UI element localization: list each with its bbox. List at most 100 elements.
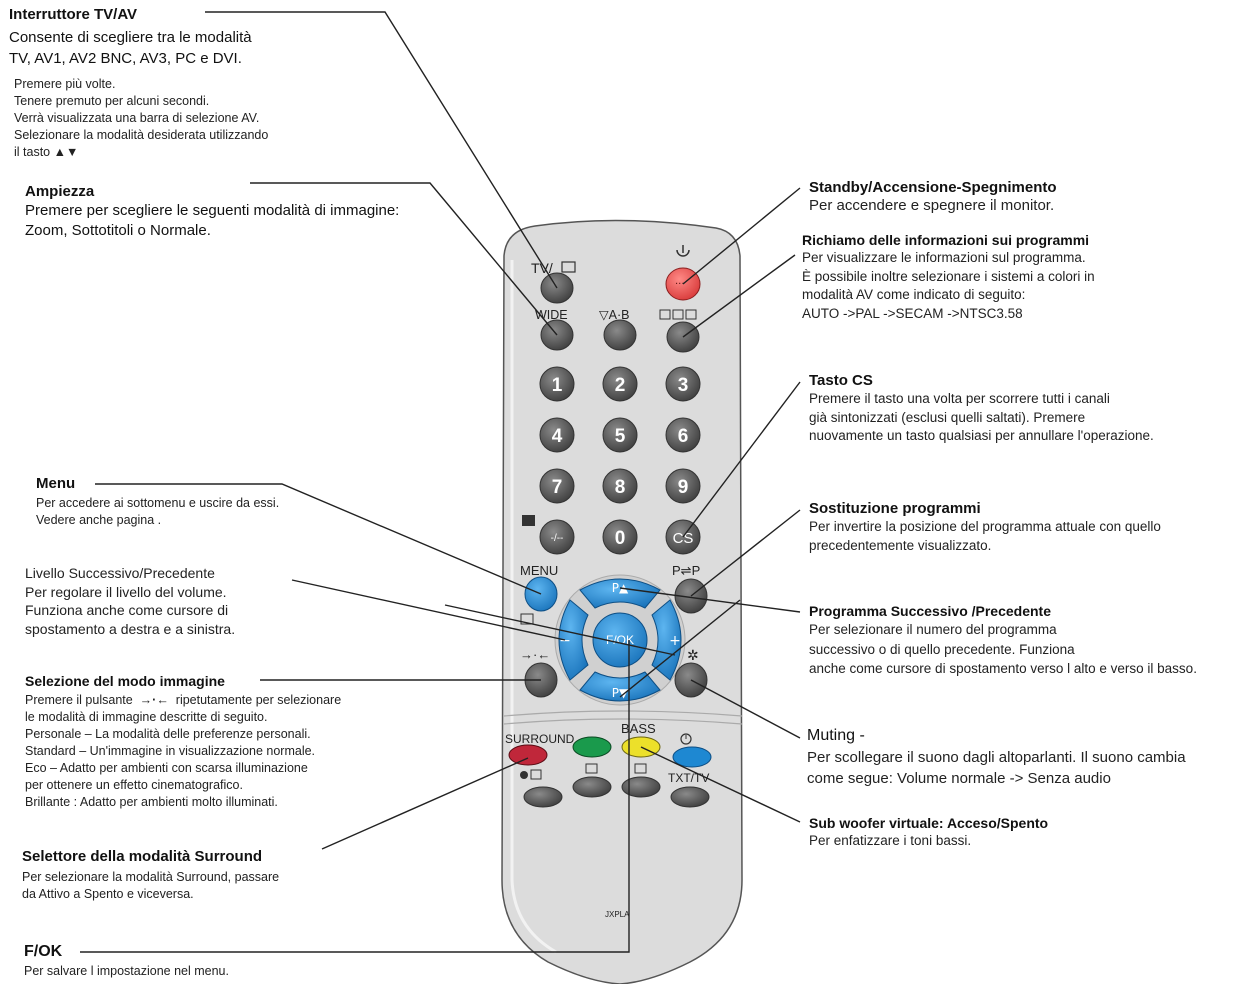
menu-annotation: Menu Per accedere ai sottomenu e uscire … — [36, 475, 279, 529]
digit-button-8[interactable]: 8 — [602, 468, 638, 504]
p-down-button[interactable] — [579, 671, 661, 702]
teletext-size-button[interactable] — [621, 776, 661, 798]
svg-text:✲: ✲ — [687, 648, 699, 664]
digit-button-3[interactable]: 3 — [665, 366, 701, 402]
programma-desc: Per selezionare il numero del programma … — [809, 622, 1197, 676]
surround-title: Selettore della modalità Surround — [22, 848, 263, 865]
richiamo-desc: Per visualizzare le informazioni sul pro… — [802, 250, 1095, 321]
leader-subwoofer — [640, 746, 801, 823]
txttv-button[interactable] — [670, 786, 710, 808]
cs-desc: Premere il tasto una volta per scorrere … — [809, 391, 1154, 443]
muting-title: Muting - — [807, 727, 865, 744]
dash-icon — [522, 515, 535, 526]
surround-key-label: SURROUND — [505, 732, 575, 746]
bass-key-label: BASS — [621, 721, 656, 736]
digit-button-4[interactable]: 4 — [539, 417, 575, 453]
ampiezza-annotation: Ampiezza Premere per scegliere le seguen… — [25, 183, 399, 241]
cs-annotation: Tasto CS Premere il tasto una volta per … — [809, 372, 1154, 446]
dash-button[interactable]: -/-- — [539, 519, 575, 555]
tvav-key-label: TV/ — [531, 260, 553, 276]
standby-desc: Per accendere e spegnere il monitor. — [809, 197, 1055, 214]
svg-text:-/--: -/-- — [551, 533, 564, 544]
modo-desc: Premere il pulsante →·← ripetutamente pe… — [25, 693, 342, 809]
ampiezza-desc: Premere per scegliere le seguenti modali… — [25, 202, 400, 239]
power-button-dots: ··· — [675, 279, 685, 290]
sostituzione-desc: Per invertire la posizione del programma… — [809, 519, 1161, 553]
leader-richiamo — [682, 254, 796, 338]
p-down-label: P▼ — [612, 686, 629, 700]
teletext-size-icon — [634, 763, 647, 774]
svg-text:6: 6 — [678, 426, 689, 447]
leader-muting — [690, 679, 801, 739]
plus-label: + — [669, 633, 681, 649]
livello-annotation: Livello Successivo/Precedente Per regola… — [25, 564, 235, 638]
blue-button[interactable] — [672, 746, 712, 768]
subwoofer-title: Sub woofer virtuale: Acceso/Spento — [809, 815, 1049, 831]
leader-livello-2 — [444, 604, 676, 656]
pp-key-label: P⇌P — [672, 563, 700, 578]
svg-text:5: 5 — [615, 426, 626, 447]
green-button[interactable] — [572, 736, 612, 758]
minus-label: − — [559, 633, 571, 649]
volume-plus-button[interactable] — [651, 599, 682, 681]
digit-button-7[interactable]: 7 — [539, 468, 575, 504]
ampiezza-title: Ampiezza — [25, 183, 95, 200]
leader-programma — [619, 587, 801, 613]
menu-title: Menu — [36, 475, 76, 492]
mode-small-icon — [520, 613, 534, 625]
svg-text:9: 9 — [678, 477, 689, 498]
subwoofer-desc: Per enfatizzare i toni bassi. — [809, 833, 972, 848]
leader-surround — [321, 757, 529, 850]
surround-desc: Per selezionare la modalità Surround, pa… — [22, 870, 280, 901]
leader-programma-2 — [619, 599, 741, 698]
programma-annotation: Programma Successivo /Precedente Per sel… — [809, 602, 1197, 679]
leader-standby — [682, 187, 801, 285]
ab-key-label: ▽A·B — [599, 308, 629, 322]
programma-title: Programma Successivo /Precedente — [809, 603, 1052, 619]
teletext-hold-icon — [585, 763, 598, 774]
digit-button-2[interactable]: 2 — [602, 366, 638, 402]
volume-minus-button[interactable] — [558, 599, 589, 681]
livello-title: Livello Successivo/Precedente — [25, 565, 215, 581]
tvav-steps: Premere più volte. Tenere premuto per al… — [14, 77, 269, 159]
picture-mode-icon: →·← — [520, 647, 550, 662]
cs-title: Tasto CS — [809, 372, 873, 389]
digit-button-6[interactable]: 6 — [665, 417, 701, 453]
modo-title: Selezione del modo immagine — [25, 673, 225, 689]
modo-annotation: Selezione del modo immagine Premere il p… — [25, 672, 341, 811]
subwoofer-annotation: Sub woofer virtuale: Acceso/Spento Per e… — [809, 814, 1048, 851]
p-up-button[interactable] — [579, 578, 661, 609]
leader-cs — [682, 381, 801, 538]
tvav-title: Interruttore TV/AV — [9, 6, 138, 23]
red-button[interactable] — [508, 744, 548, 766]
mute-icon: ✲ — [687, 648, 699, 664]
svg-text:0: 0 — [615, 528, 626, 549]
muting-annotation: Muting - Per scollegare il suono dagli a… — [807, 727, 1186, 789]
teletext-hold-button[interactable] — [572, 776, 612, 798]
menu-desc: Per accedere ai sottomenu e uscire da es… — [36, 496, 280, 527]
leader-menu — [95, 483, 542, 595]
leader-livello — [291, 579, 566, 641]
digit-button-0[interactable]: 0 — [602, 519, 638, 555]
remote-divider — [503, 710, 743, 717]
standby-title: Standby/Accensione-Spegnimento — [809, 179, 1057, 196]
livello-desc: Per regolare il livello del volume. Funz… — [25, 583, 236, 637]
remote-divider-2 — [503, 718, 743, 725]
svg-text:1: 1 — [552, 375, 563, 396]
fok-button[interactable] — [592, 612, 648, 668]
ab-button[interactable] — [603, 319, 637, 351]
muting-desc: Per scollegare il suono dagli altoparlan… — [807, 749, 1186, 787]
power-icon — [676, 245, 690, 257]
leader-ampiezza — [250, 182, 558, 336]
digit-button-5[interactable]: 5 — [602, 417, 638, 453]
sostituzione-title: Sostituzione programmi — [809, 500, 981, 517]
tvav-annotation: Interruttore TV/AV Consente di scegliere… — [9, 6, 268, 161]
teletext-mix-button[interactable] — [523, 786, 563, 808]
digit-button-1[interactable]: 1 — [539, 366, 575, 402]
txttv-key-label: TXT/TV — [668, 771, 709, 785]
digit-button-9[interactable]: 9 — [665, 468, 701, 504]
svg-text:8: 8 — [615, 477, 626, 498]
menu-key-label: MENU — [520, 563, 558, 578]
fok-key-label: F/OK — [606, 633, 634, 647]
